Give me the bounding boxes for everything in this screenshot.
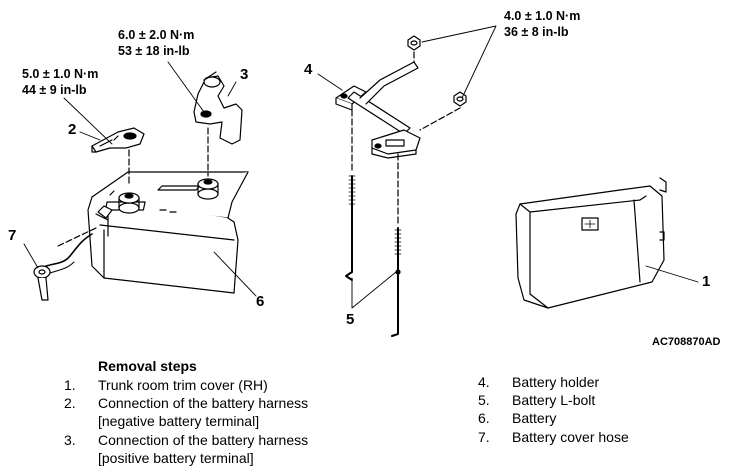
leader-line [63,97,113,145]
callout-5: 5 [346,311,355,328]
torque-imperial: 53 ± 18 in-lb [118,44,190,58]
leader-line [227,81,237,97]
step-text: Trunk room trim cover (RH) [98,377,268,393]
battery-cover-hose [33,205,113,301]
step-text: Battery cover hose [512,428,629,445]
removal-step: 1. Trunk room trim cover (RH) [64,376,308,394]
leader-line [167,61,205,113]
step-number: 6. [478,410,490,427]
trunk-room-trim-cover [515,177,667,309]
callout-4: 4 [304,61,313,78]
battery-l-bolt [391,227,402,337]
battery [87,171,249,294]
step-text: Battery [512,410,557,427]
center-line [351,109,399,227]
leader-line [213,251,257,297]
callout-7: 7 [8,227,17,244]
removal-step: 2. Connection of the battery harness [ne… [64,394,308,430]
torque-spec-battery-holder: 4.0 ± 1.0 N·m 36 ± 8 in-lb [504,8,580,40]
callout-1: 1 [702,273,711,290]
torque-metric: 5.0 ± 1.0 N·m [22,67,99,81]
step-number: 4. [478,374,490,390]
removal-step: 3. Connection of the battery harness [po… [64,431,308,467]
negative-terminal-post [118,192,140,214]
callout-3: 3 [240,66,249,83]
leader-line [351,271,397,309]
negative-terminal-clamp [91,127,145,153]
center-line [413,51,461,131]
center-line [57,227,97,247]
step-number: 5. [478,392,490,409]
positive-terminal-clamp [193,71,243,145]
battery-holder [335,61,421,159]
torque-metric: 6.0 ± 2.0 N·m [118,28,195,42]
torque-imperial: 44 ± 9 in-lb [22,83,87,97]
holder-slot [385,139,405,147]
holder-nut [407,35,421,51]
step-text: Battery holder [512,374,600,390]
removal-step: 6. Battery [478,409,629,427]
removal-step: 4. Battery holder [478,373,629,391]
leader-line [645,265,699,283]
leader-line [317,73,343,91]
torque-spec-negative-terminal: 5.0 ± 1.0 N·m 44 ± 9 in-lb [22,66,98,98]
battery-l-bolt [345,175,356,281]
callout-6: 6 [256,293,265,310]
step-text-detail: [positive battery terminal] [98,449,254,466]
step-number: 3. [64,431,76,448]
removal-steps-list-left: 1. Trunk room trim cover (RH) 2. Connect… [64,376,308,467]
step-text: Connection of the battery harness [98,395,309,412]
leader-line [23,243,39,269]
step-number: 1. [64,377,76,393]
torque-imperial: 36 ± 8 in-lb [504,25,569,39]
removal-steps-heading: Removal steps [98,358,197,374]
removal-step: 7. Battery cover hose [478,428,629,446]
torque-metric: 4.0 ± 1.0 N·m [504,9,581,23]
step-number: 2. [64,395,76,412]
leader-line [79,131,101,141]
positive-terminal-post [197,178,219,200]
step-text: Battery L-bolt [512,392,596,409]
step-text: Connection of the battery harness [98,431,309,448]
callout-2: 2 [68,121,77,138]
step-number: 7. [478,428,490,445]
torque-spec-positive-terminal: 6.0 ± 2.0 N·m 53 ± 18 in-lb [118,27,194,59]
leader-line [421,25,497,99]
step-text-detail: [negative battery terminal] [98,413,260,430]
removal-steps-list-right: 4. Battery holder 5. Battery L-bolt 6. B… [478,373,629,446]
figure-code: AC708870AD [652,336,721,348]
removal-step: 5. Battery L-bolt [478,391,629,409]
